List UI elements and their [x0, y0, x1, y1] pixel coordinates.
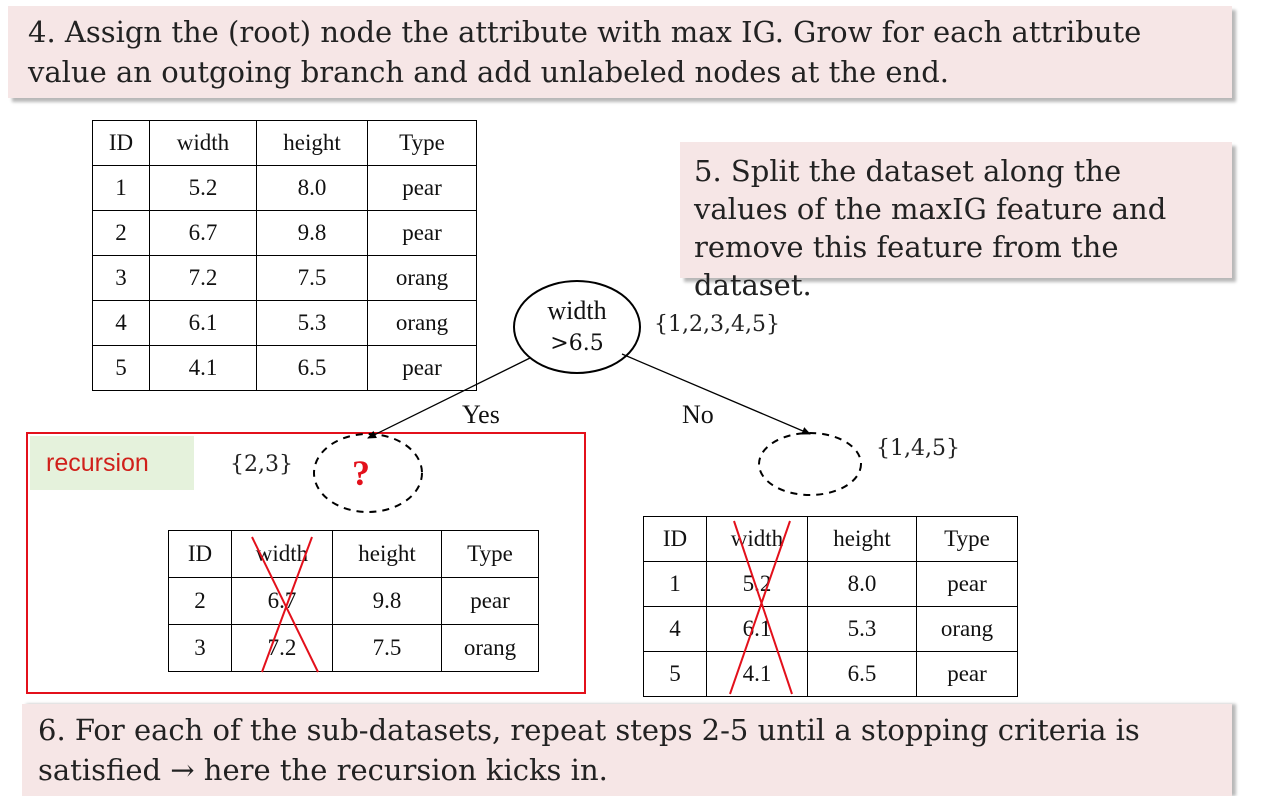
root-node	[513, 280, 641, 374]
table-cell: 3	[168, 624, 232, 672]
no-branch-label: No	[682, 400, 714, 429]
table-cell: 5.2	[149, 165, 257, 211]
table-cell: 2	[168, 577, 232, 625]
no-set-label: {1,4,5}	[876, 436, 960, 461]
recursion-box	[26, 432, 586, 694]
header-cell: height	[332, 530, 442, 578]
header-cell: Type	[916, 516, 1018, 562]
table-cell: pear	[367, 210, 477, 256]
table-cell: 5.3	[256, 300, 368, 346]
step6-note: 6. For each of the sub-datasets, repeat …	[22, 704, 1232, 796]
table-cell: pear	[367, 165, 477, 211]
table-cell: 9.8	[332, 577, 442, 625]
table-cell: 8.0	[807, 561, 917, 607]
header-cell: ID	[92, 120, 150, 166]
table-cell: orang	[441, 624, 539, 672]
step5-note: 5. Split the dataset along the values of…	[680, 142, 1232, 302]
header-cell: width	[149, 120, 257, 166]
yes-child-node	[313, 433, 423, 513]
header-cell: ID	[643, 516, 707, 562]
table-cell: 5	[92, 345, 150, 391]
unknown-node-marker: ?	[352, 453, 370, 493]
root-node-attribute: width	[547, 296, 607, 325]
table-cell: 6.5	[807, 651, 917, 697]
table-cell: 7.5	[332, 624, 442, 672]
table-row: 4 6.1 5.3 orang	[643, 606, 1018, 652]
strike-line-right-b	[729, 520, 791, 695]
table-cell: pear	[441, 577, 539, 625]
table-cell: 7.2	[149, 255, 257, 301]
table-cell: pear	[367, 345, 477, 391]
no-subset-table: ID width height Type 1 5.2 8.0 pear 4 6.…	[643, 516, 1018, 697]
table-cell: 7.2	[231, 624, 333, 672]
table-row: 5 4.1 6.5 pear	[643, 651, 1018, 697]
header-cell: Type	[441, 530, 539, 578]
header-cell: width	[231, 530, 333, 578]
no-branch-edge	[621, 353, 811, 435]
strike-line-right-a	[733, 520, 793, 695]
step6-text: 6. For each of the sub-datasets, repeat …	[38, 713, 1140, 787]
header-cell: Type	[367, 120, 477, 166]
yes-subset-table: ID width height Type 2 6.7 9.8 pear 3 7.…	[168, 530, 539, 672]
strike-line-left-a	[251, 536, 319, 673]
step5-text: 5. Split the dataset along the values of…	[694, 154, 1167, 302]
table-row: 2 6.7 9.8 pear	[168, 577, 539, 625]
root-set-label: {1,2,3,4,5}	[654, 312, 780, 337]
table-row: 3 7.2 7.5 orang	[92, 255, 477, 301]
table-cell: 9.8	[256, 210, 368, 256]
table-cell: 4.1	[149, 345, 257, 391]
table-cell: 3	[92, 255, 150, 301]
recursion-label: recursion	[30, 436, 194, 490]
table-row: 1 5.2 8.0 pear	[643, 561, 1018, 607]
table-cell: 8.0	[256, 165, 368, 211]
step4-text: 4. Assign the (root) node the attribute …	[28, 15, 1142, 89]
no-child-node	[758, 432, 862, 496]
step4-note: 4. Assign the (root) node the attribute …	[8, 6, 1232, 98]
table-row: 3 7.2 7.5 orang	[168, 624, 539, 672]
yes-branch-label: Yes	[462, 400, 500, 429]
table-cell: 2	[92, 210, 150, 256]
yes-set-label: {2,3}	[230, 452, 293, 477]
yes-branch-edge	[367, 357, 531, 439]
table-row: 5 4.1 6.5 pear	[92, 345, 477, 391]
table-header-row: ID width height Type	[168, 530, 539, 578]
table-row: 1 5.2 8.0 pear	[92, 165, 477, 211]
header-cell: height	[807, 516, 917, 562]
table-row: 2 6.7 9.8 pear	[92, 210, 477, 256]
main-dataset-table: ID width height Type 1 5.2 8.0 pear 2 6.…	[92, 120, 477, 391]
table-cell: 5.2	[706, 561, 808, 607]
table-cell: pear	[916, 651, 1018, 697]
strike-line-left-b	[261, 536, 313, 673]
table-cell: 1	[643, 561, 707, 607]
table-header-row: ID width height Type	[643, 516, 1018, 562]
header-cell: ID	[168, 530, 232, 578]
table-cell: 6.5	[256, 345, 368, 391]
table-cell: 5	[643, 651, 707, 697]
root-node-threshold: >6.5	[550, 331, 604, 356]
